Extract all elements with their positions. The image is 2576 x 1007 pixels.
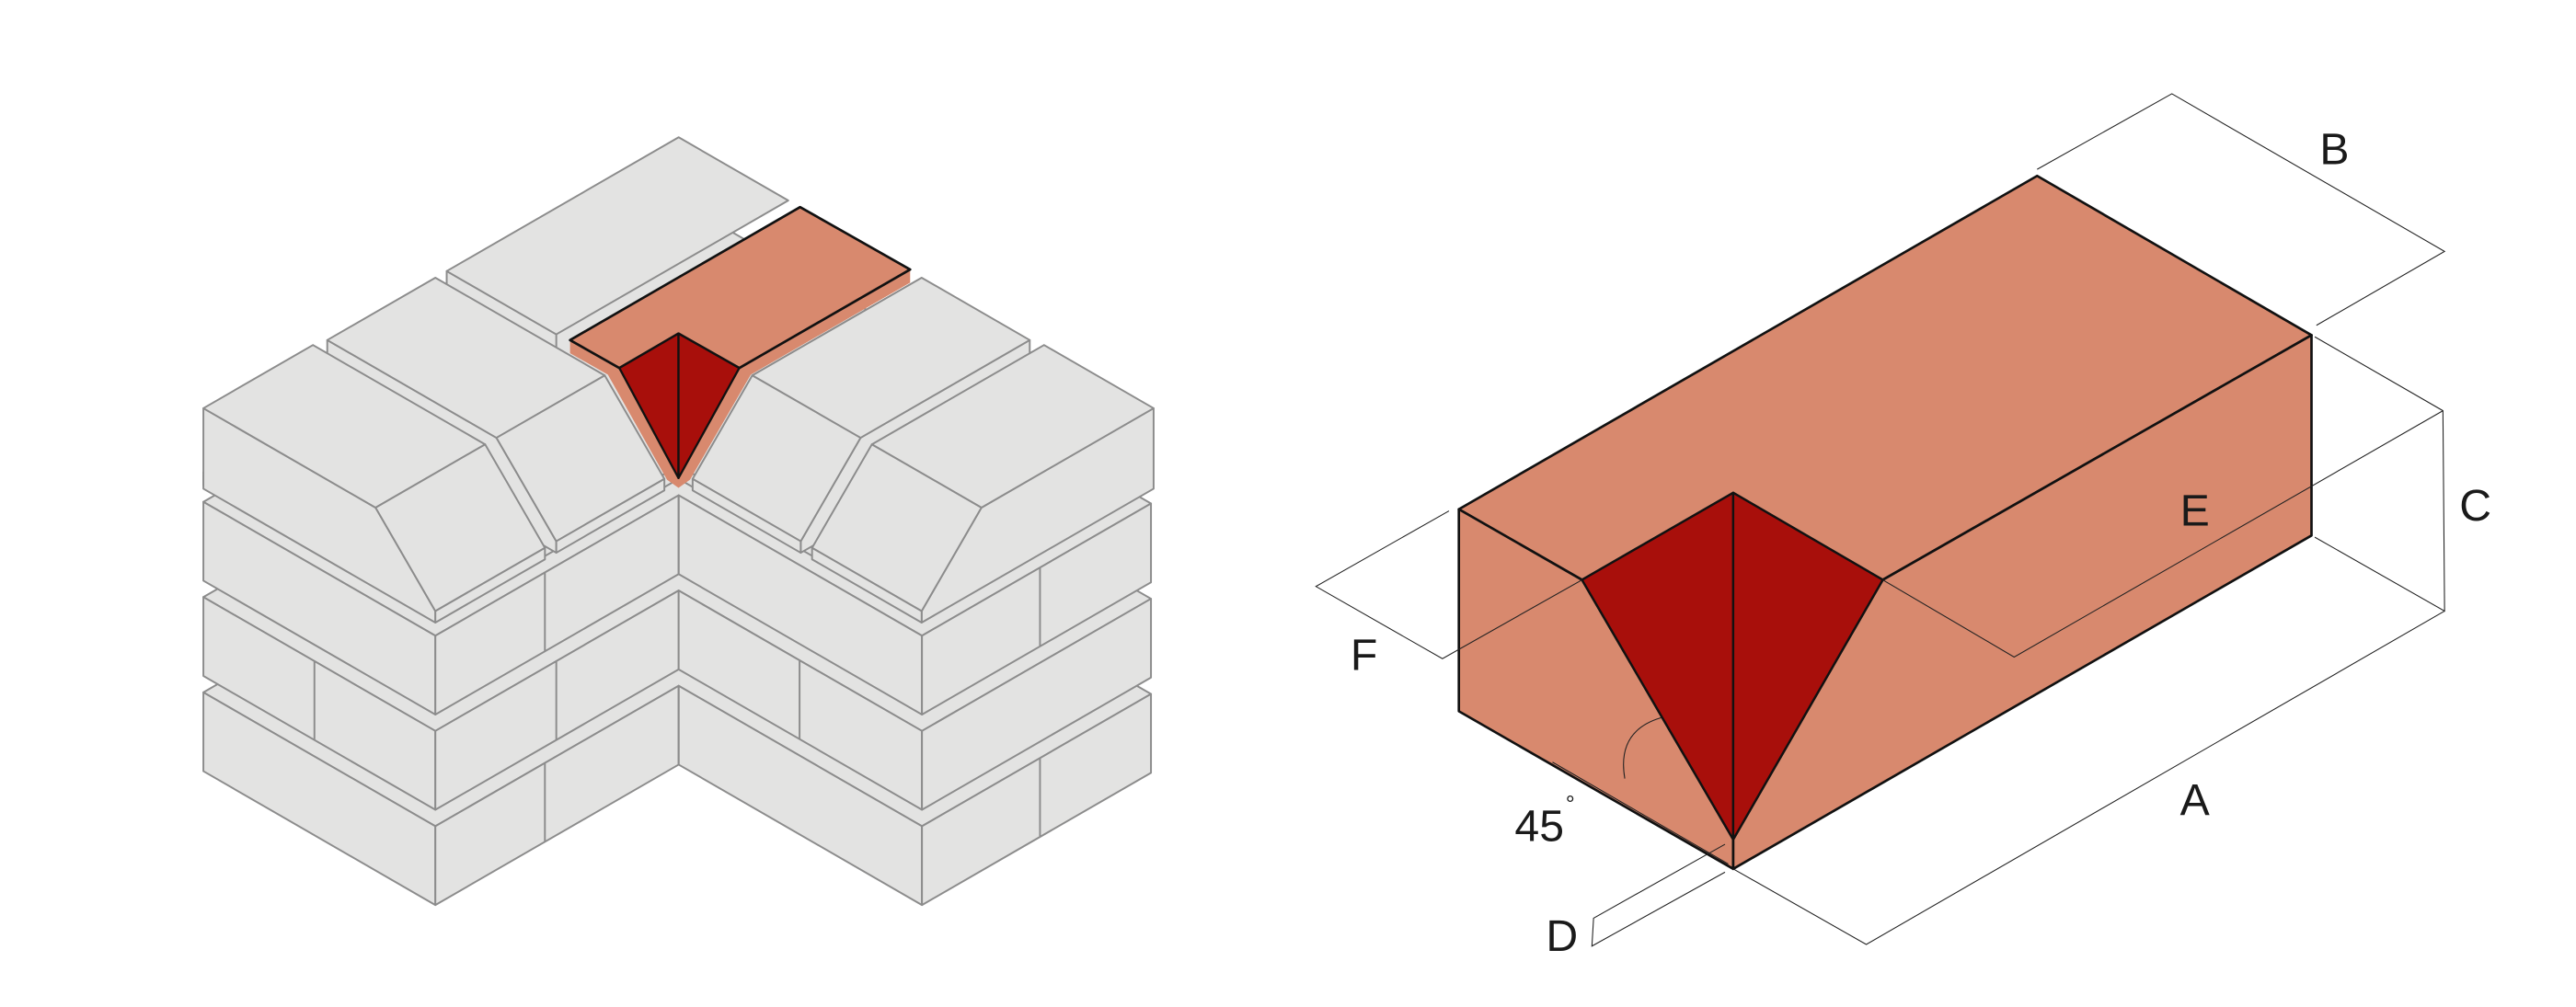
dimension-line-d [1591,843,1726,947]
brick-end-face [811,546,923,624]
label-a: A [2180,775,2211,825]
brick-wall-assembly [202,136,1155,907]
beveled-brick [811,344,1155,624]
label-f: F [1351,631,1377,681]
label-d: D [1546,911,1578,961]
brick-face [921,598,1153,811]
label-b: B [2319,125,2349,175]
label-angle: 45 [1514,801,1564,851]
label-e: E [2180,486,2210,536]
brick-end-face [691,477,802,555]
label-c: C [2459,481,2491,531]
special-brick-detail: B C E A F 45 ° D [1315,93,2491,961]
brick-end-face [555,477,666,555]
brick-face [921,502,1153,715]
dimension-line-e [1882,410,2444,658]
dimension-line-b [2037,93,2446,326]
back-brick-top-face [445,136,789,336]
left-wing-top-bricks [202,276,666,624]
top-course [202,136,1155,624]
beveled-brick [202,344,546,624]
notch-right-face [1731,491,1884,841]
angle-arc [1623,717,1662,779]
notch-right-face [677,332,741,479]
dimension-line-f [1315,510,1582,659]
label-degree: ° [1566,791,1575,817]
angle-reference-line [1552,761,1729,864]
dimension-line-c [2314,336,2445,612]
right-wing-top-bricks [691,276,1155,624]
brick-end-face [434,546,546,624]
brick-face [921,692,1153,907]
dimension-line-a [1732,611,2445,945]
